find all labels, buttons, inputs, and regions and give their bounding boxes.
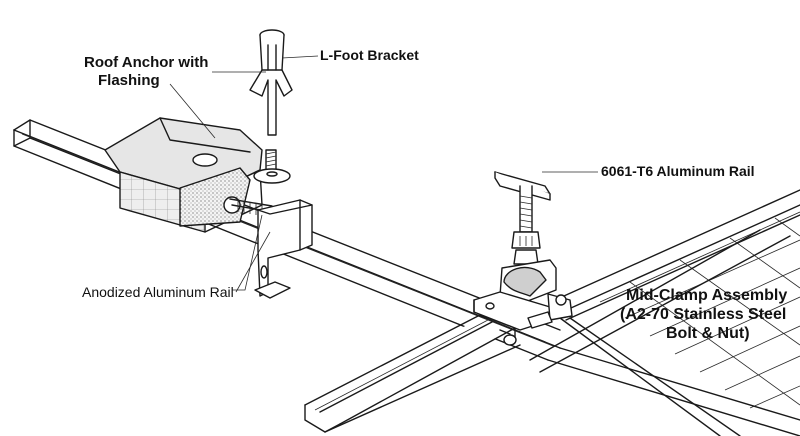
l-bracket — [254, 199, 313, 299]
mid-clamp-label-line1: Mid-Clamp Assembly — [626, 287, 788, 304]
roof-anchor-label-line1: Roof Anchor with — [84, 54, 209, 71]
l-foot-bracket-label: L-Foot Bracket — [320, 47, 419, 63]
mid-clamp-label-line2: (A2-70 Stainless Steel — [620, 306, 787, 323]
roof-anchor-label-line2: Flashing — [98, 72, 160, 89]
cross-rail — [304, 229, 791, 433]
t-bolt — [494, 171, 551, 265]
roof-anchor — [104, 117, 273, 233]
aluminum-6061-label: 6061-T6 Aluminum Rail — [601, 163, 755, 179]
anodized-rail-label: Anodized Aluminum Rail — [82, 284, 234, 300]
mid-clamp-label-line3: Bolt & Nut) — [666, 325, 750, 342]
anchor-bolt — [253, 149, 291, 184]
mid-clamp — [473, 259, 573, 346]
leader-lines — [169, 55, 598, 293]
l-foot-bracket-part — [249, 29, 293, 136]
